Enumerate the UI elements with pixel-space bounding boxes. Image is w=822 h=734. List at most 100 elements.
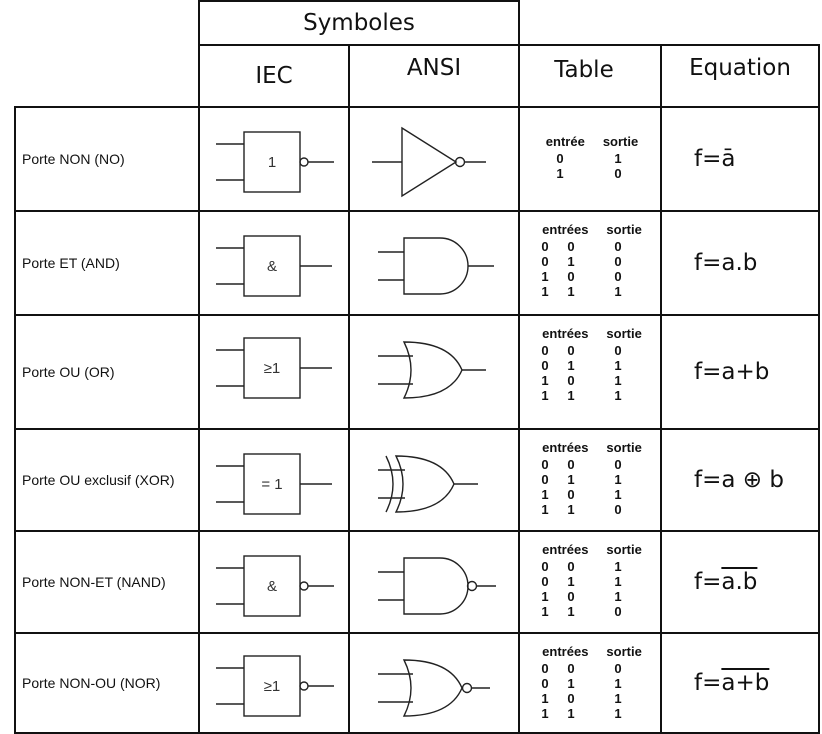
gate-name-cell: Porte NON (NO)	[14, 106, 200, 212]
truth-inputs-header: entrées	[542, 326, 589, 341]
gate-name-cell: Porte OU (OR)	[14, 314, 200, 430]
truth-value: 1	[614, 373, 622, 388]
iec-symbol-text: ≥1	[264, 678, 281, 695]
equation-cell: f=a.b	[660, 210, 820, 316]
equation-text: f=	[694, 146, 722, 172]
ansi-symbol-cell	[348, 632, 520, 734]
truth-value: 0	[614, 343, 622, 358]
truth-value: 1	[541, 487, 549, 502]
header-ansi: ANSI	[348, 44, 520, 108]
gate-name-cell: Porte NON-OU (NOR)	[14, 632, 200, 734]
ansi-symbol-drawing	[378, 341, 486, 399]
ansi-gate-symbol	[378, 455, 478, 513]
truth-value: 1	[614, 151, 622, 166]
truth-value: 0	[614, 239, 622, 254]
gate-name: Porte OU (OR)	[22, 364, 115, 380]
truth-output-header: sortie	[606, 326, 642, 341]
iec-gate-symbol: = 1	[216, 453, 332, 515]
ansi-symbol-cell	[348, 530, 520, 634]
equation-negated-term: a.b	[721, 569, 758, 595]
truth-value: 0	[556, 151, 564, 166]
iec-symbol-drawing: = 1	[216, 453, 332, 515]
ansi-gate-symbol	[378, 341, 486, 399]
truth-value: 1	[614, 589, 622, 604]
truth-value: 1	[541, 284, 549, 299]
iec-symbol-cell: &	[198, 530, 350, 634]
truth-output-header: sortie	[606, 440, 642, 455]
gate-name: Porte OU exclusif (XOR)	[22, 472, 175, 488]
iec-symbol-text: 1	[268, 154, 276, 171]
iec-symbol-text: &	[267, 258, 277, 275]
equation-text: f=a.b	[694, 250, 758, 276]
iec-symbol-text: = 1	[261, 476, 282, 493]
truth-value: 0	[567, 661, 575, 676]
gate-name: Porte NON-OU (NOR)	[22, 675, 161, 691]
truth-value: 0	[567, 457, 575, 472]
truth-value: 1	[614, 574, 622, 589]
truth-value: 1	[567, 604, 575, 619]
header-iec: IEC	[198, 44, 350, 108]
equation-negated-term: ā	[721, 146, 736, 172]
truth-output-header: sortie	[602, 134, 639, 149]
gate-name: Porte NON-ET (NAND)	[22, 574, 166, 590]
header-symboles-label: Symboles	[303, 10, 415, 36]
header-ansi-label: ANSI	[406, 55, 462, 81]
iec-symbol-drawing: &	[216, 555, 334, 617]
truth-value: 0	[567, 373, 575, 388]
iec-gate-symbol: ≥1	[216, 337, 332, 399]
equation-text: f=	[694, 670, 722, 696]
equation-cell: f=a+b	[660, 314, 820, 430]
truth-value: 0	[567, 343, 575, 358]
ansi-symbol-cell	[348, 314, 520, 430]
ansi-symbol-drawing	[378, 659, 490, 717]
iec-symbol-drawing: &	[216, 235, 332, 297]
truth-value: 1	[567, 574, 575, 589]
ansi-symbol-drawing	[372, 126, 486, 198]
gate-name-cell: Porte ET (AND)	[14, 210, 200, 316]
truth-value: 1	[567, 472, 575, 487]
truth-value: 1	[567, 502, 575, 517]
truth-value: 0	[567, 239, 575, 254]
truth-value: 1	[614, 284, 622, 299]
truth-value: 1	[614, 676, 622, 691]
iec-symbol-cell: 1	[198, 106, 350, 212]
ansi-symbol-drawing	[378, 237, 494, 295]
ansi-symbol-cell	[348, 106, 520, 212]
truth-inputs-header: entrées	[542, 440, 589, 455]
ansi-gate-symbol	[378, 659, 490, 717]
truth-value: 1	[567, 284, 575, 299]
truth-value: 0	[614, 604, 622, 619]
truth-value: 0	[567, 559, 575, 574]
truth-value: 1	[541, 502, 549, 517]
iec-symbol-drawing: ≥1	[216, 655, 334, 717]
header-equation: Equation	[660, 44, 820, 108]
truth-value: 1	[567, 676, 575, 691]
truth-value: 0	[614, 269, 622, 284]
truth-value: 0	[567, 487, 575, 502]
truth-value: 1	[614, 691, 622, 706]
truth-value: 0	[614, 254, 622, 269]
truth-value: 1	[541, 706, 549, 721]
iec-gate-symbol: ≥1	[216, 655, 334, 717]
truth-value: 1	[614, 706, 622, 721]
gate-name-cell: Porte OU exclusif (XOR)	[14, 428, 200, 532]
truth-value: 0	[567, 269, 575, 284]
equation-cell: f=a.b	[660, 530, 820, 634]
header-table: Table	[518, 44, 662, 108]
truth-value: 0	[614, 166, 622, 181]
truth-value: 1	[567, 706, 575, 721]
truth-value: 1	[614, 388, 622, 403]
truth-value: 1	[541, 604, 549, 619]
truth-value: 1	[614, 472, 622, 487]
equation-cell: f=a+b	[660, 632, 820, 734]
truth-value: 1	[567, 358, 575, 373]
ansi-gate-symbol	[378, 557, 496, 615]
truth-value: 0	[541, 559, 549, 574]
equation-negated-term: a+b	[721, 670, 770, 696]
